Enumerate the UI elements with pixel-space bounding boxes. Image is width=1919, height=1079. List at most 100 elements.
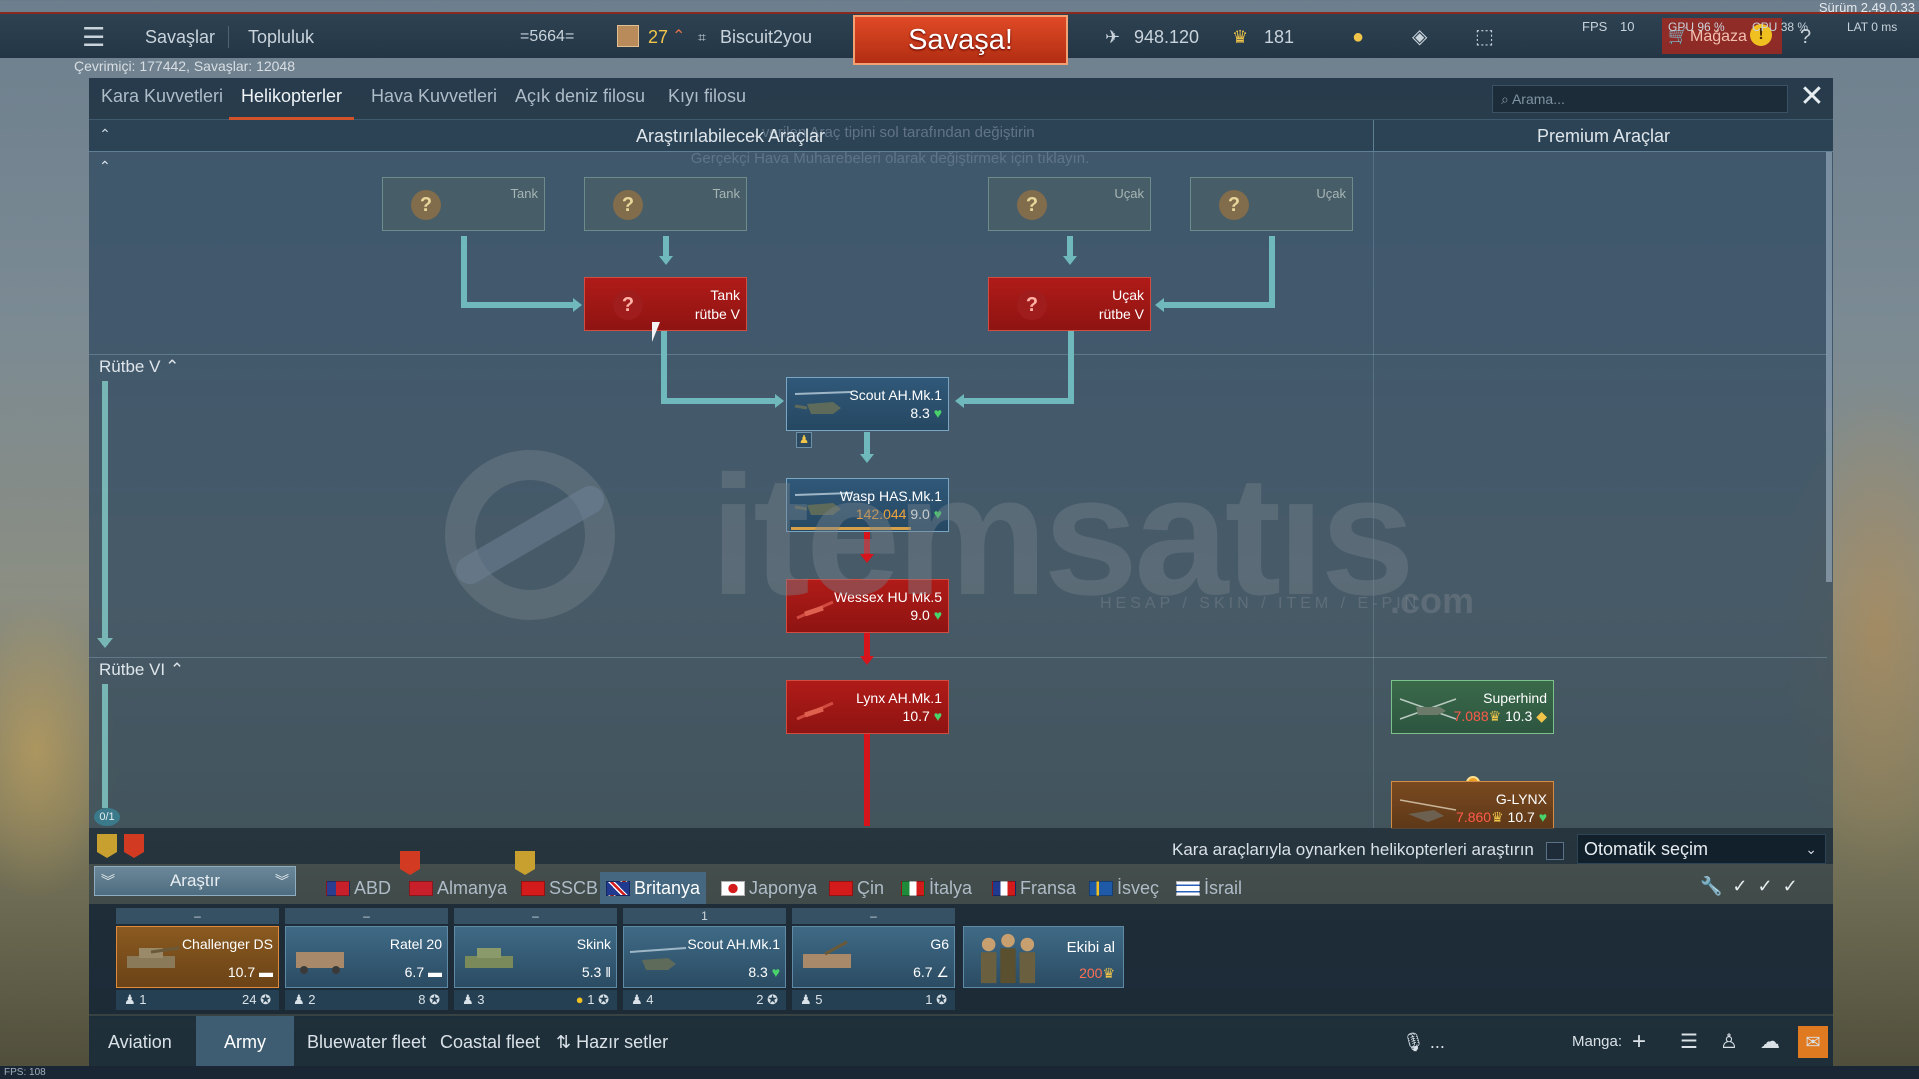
- mail-icon[interactable]: ✉: [1798, 1026, 1828, 1058]
- premium-g-lynx[interactable]: G-LYNX 7.860♛ 10.7 ♥: [1391, 781, 1554, 829]
- list-icon[interactable]: ☰: [1680, 1031, 1698, 1053]
- menu-community[interactable]: Topluluk: [248, 27, 315, 47]
- preset-army[interactable]: Army: [196, 1016, 294, 1068]
- vehicle-thumbnail: [116, 926, 279, 988]
- menu-battles[interactable]: Savaşlar: [145, 27, 216, 47]
- add-squad-member-icon[interactable]: +: [1632, 1028, 1647, 1055]
- fps-label: FPS: [1582, 19, 1608, 34]
- chevron-down-icon: ︾: [275, 873, 289, 889]
- nation-sweden[interactable]: İsveç: [1089, 872, 1159, 904]
- sort-icon: ⇅: [556, 1032, 572, 1052]
- tree-requirement-tank-1[interactable]: ? Tank: [382, 177, 545, 231]
- helicopter-icon: [629, 947, 687, 970]
- researchable-header: Araştırılabilecek Araçlar: [635, 126, 826, 146]
- rank-progress-badge: 0/1: [94, 808, 120, 826]
- vehicle-lynx-ah-mk1[interactable]: Lynx AH.Mk.1 10.7 ♥: [786, 680, 949, 734]
- cpu-readout: CPU 38 %: [1752, 20, 1809, 34]
- marketplace-icon[interactable]: ◈: [1412, 26, 1428, 48]
- store-button[interactable]: 🛒 Mağaza !: [1662, 18, 1782, 54]
- helicopter-icon: [796, 600, 834, 620]
- help-icon[interactable]: ?: [1800, 26, 1812, 48]
- voice-chat[interactable]: 🎙 ...: [1402, 1032, 1445, 1052]
- chat-icon[interactable]: ☁: [1760, 1031, 1780, 1053]
- check-icon[interactable]: ✓: [1732, 876, 1758, 896]
- vehicle-wasp-has-mk1[interactable]: Wasp HAS.Mk.1 142.044 9.0 ♥: [786, 478, 949, 532]
- hamburger-menu-icon[interactable]: ☰: [82, 22, 106, 52]
- preset-coastal-fleet[interactable]: Coastal fleet: [440, 1032, 541, 1052]
- crew-slot-3[interactable]: – Skink 5.3 ǁ ♟ 3● 1 ✪: [454, 908, 617, 1012]
- question-icon: ?: [613, 190, 643, 220]
- vehicle-thumbnail: [285, 926, 448, 988]
- online-stats: Çevrimiçi: 177442, Savaşlar: 12048: [74, 58, 296, 74]
- research-option-checkbox[interactable]: [1546, 842, 1564, 860]
- fps-corner: FPS: 108: [0, 1066, 1919, 1079]
- nation-france[interactable]: Fransa: [992, 872, 1076, 904]
- lightbulb-icon[interactable]: ●: [1352, 26, 1365, 48]
- nation-germany[interactable]: Almanya: [409, 872, 507, 904]
- helicopter-icon: [1399, 799, 1457, 822]
- nation-ussr[interactable]: SSCB: [521, 872, 598, 904]
- vehicle-wessex-hu-mk5[interactable]: Wessex HU Mk.5 9.0 ♥: [786, 579, 949, 633]
- coupon-icon[interactable]: ⬚: [1475, 26, 1494, 48]
- tree-requirement-plane-1[interactable]: ? Uçak: [988, 177, 1151, 231]
- rank-label-v: Rütbe V ⌃: [99, 357, 180, 376]
- tree-requirement-tank-2[interactable]: ? Tank: [584, 177, 747, 231]
- rank-v-progress: [102, 381, 108, 645]
- question-icon: ?: [1017, 290, 1047, 320]
- slot-tools: 🔧✓✓✓: [1700, 876, 1830, 902]
- auto-select-dropdown[interactable]: Otomatik seçim⌄: [1577, 834, 1826, 864]
- preset-bluewater-fleet[interactable]: Bluewater fleet: [307, 1032, 427, 1052]
- tree-scrollbar[interactable]: [1826, 152, 1832, 582]
- close-icon[interactable]: ✕: [1799, 80, 1825, 113]
- microphone-icon: 🎙: [1402, 1032, 1425, 1052]
- collapse-all-icon[interactable]: ⌃: [99, 126, 111, 142]
- tab-bluewater-fleet[interactable]: Açık deniz filosu: [515, 86, 646, 106]
- contacts-icon[interactable]: ♙: [1720, 1031, 1738, 1053]
- battle-button[interactable]: Savaşa!: [853, 15, 1068, 65]
- tab-coastal-fleet[interactable]: Kıyı filosu: [668, 86, 747, 106]
- nation-japan[interactable]: Japonya: [721, 872, 817, 904]
- vehicle-thumbnail: [454, 926, 617, 988]
- version-label: Sürüm 2.49.0.33: [1818, 0, 1915, 15]
- repair-icon[interactable]: 🔧: [1700, 876, 1733, 896]
- tab-helicopters[interactable]: Helikopterler: [229, 78, 355, 120]
- vehicle-scout-ah-mk1[interactable]: Scout AH.Mk.1 8.3 ♥: [786, 377, 949, 431]
- collapse-rank-icon[interactable]: ⌃: [99, 158, 111, 174]
- premium-superhind[interactable]: Superhind 7.088♛ 10.3 ◆: [1391, 680, 1554, 734]
- nation-britain[interactable]: Britanya: [600, 872, 707, 904]
- buy-crew-slot-button[interactable]: Ekibi al 200♛: [963, 926, 1124, 988]
- helicopter-icon: [796, 701, 834, 721]
- search-icon: ⌕: [1501, 91, 1512, 107]
- search-input[interactable]: ⌕ Arama...: [1492, 85, 1788, 113]
- nation-usa[interactable]: ABD: [326, 872, 391, 904]
- rank-label-vi: Rütbe VI ⌃: [99, 660, 185, 679]
- gold-balance: 181: [1264, 27, 1295, 47]
- research-button[interactable]: ︾Araştır︾: [94, 866, 296, 896]
- tab-aviation[interactable]: Hava Kuvvetleri: [371, 86, 498, 106]
- avatar[interactable]: [617, 14, 639, 60]
- preset-aviation[interactable]: Aviation: [108, 1032, 172, 1052]
- helicopter-icon: [794, 492, 852, 515]
- squadron-shield-icon: [124, 834, 144, 858]
- nation-israel[interactable]: İsrail: [1176, 872, 1242, 904]
- helicopter-icon: [1399, 698, 1457, 720]
- tab-ground-forces[interactable]: Kara Kuvvetleri: [101, 86, 224, 106]
- rank-shield-icon: [97, 834, 117, 858]
- spaa-icon: [803, 940, 851, 968]
- username[interactable]: Biscuit2you: [720, 27, 813, 47]
- ready-presets-button[interactable]: ⇅ Hazır setler: [556, 1032, 669, 1052]
- gamepad-icon: ⌗: [698, 29, 706, 45]
- nation-italy[interactable]: İtalya: [901, 872, 972, 904]
- tree-requirement-plane-2[interactable]: ? Uçak: [1190, 177, 1353, 231]
- bottom-nav: [89, 1016, 1833, 1068]
- armored-car-icon: [296, 952, 344, 974]
- double-check-icon[interactable]: ✓: [1757, 876, 1783, 896]
- check-icon[interactable]: ✓: [1782, 876, 1808, 896]
- nation-china[interactable]: Çin: [829, 872, 884, 904]
